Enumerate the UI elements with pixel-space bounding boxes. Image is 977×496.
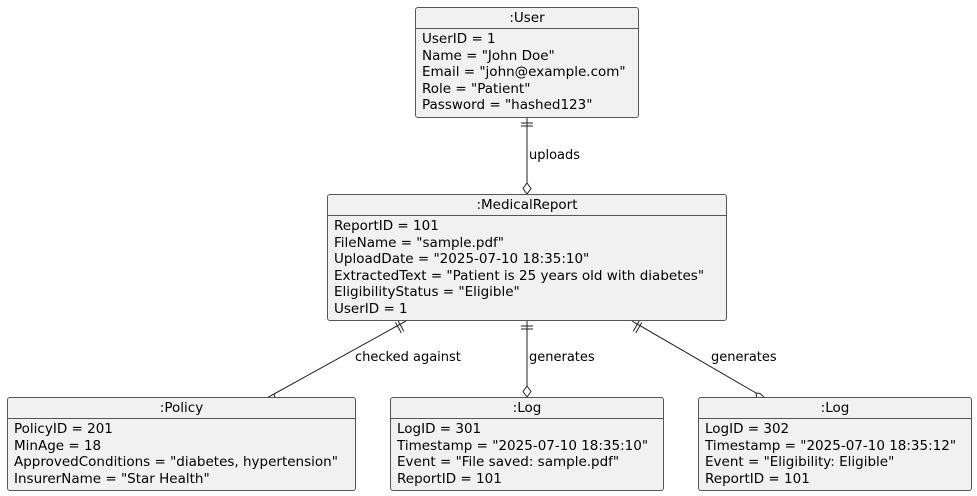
object-attribute: ReportID = 101 (397, 470, 502, 487)
object-log-301[interactable]: :Log LogID = 301 Timestamp = "2025-07-10… (390, 397, 664, 491)
object-attribute: LogID = 301 (397, 421, 482, 437)
object-attribute: Timestamp = "2025-07-10 18:35:10" (397, 437, 649, 454)
object-title: :Log (391, 398, 663, 419)
object-policy[interactable]: :Policy PolicyID = 201 MinAge = 18 Appro… (7, 397, 356, 491)
object-title: :Log (699, 398, 971, 419)
object-title: :User (416, 8, 638, 29)
object-attribute: UploadDate = "2025-07-10 18:35:10" (334, 251, 590, 267)
object-attribute: UserID = 1 (422, 31, 496, 47)
object-attribute: MinAge = 18 (14, 437, 102, 454)
link-label-checked-against: checked against (355, 350, 461, 365)
object-medical-report[interactable]: :MedicalReport ReportID = 101 FileName =… (327, 194, 727, 321)
object-attribute: Role = "Patient" (422, 80, 531, 97)
object-title: :Policy (8, 398, 355, 419)
link-label-generates-log-301: generates (529, 350, 595, 365)
link-label-generates-log-302: generates (711, 350, 777, 365)
link-label-uploads: uploads (529, 148, 581, 163)
object-attribute: Email = "john@example.com" (422, 64, 626, 80)
object-attribute: FileName = "sample.pdf" (334, 234, 504, 251)
object-attribute: Timestamp = "2025-07-10 18:35:12" (705, 437, 957, 454)
object-attribute: Event = "File saved: sample.pdf" (397, 454, 620, 470)
object-attribute: ReportID = 101 (334, 218, 439, 234)
object-attribute: EligibilityStatus = "Eligible" (334, 284, 520, 300)
object-attribute: Event = "Eligibility: Eligible" (705, 454, 895, 470)
object-attribute: InsurerName = "Star Health" (14, 470, 210, 487)
object-attribute: Password = "hashed123" (422, 97, 593, 113)
object-title: :MedicalReport (328, 195, 726, 216)
object-attribute: Name = "John Doe" (422, 47, 555, 64)
object-attribute: LogID = 302 (705, 421, 790, 437)
object-attribute: PolicyID = 201 (14, 421, 113, 437)
object-user[interactable]: :User UserID = 1 Name = "John Doe" Email… (415, 7, 639, 118)
object-attribute: UserID = 1 (334, 300, 408, 317)
object-log-302[interactable]: :Log LogID = 302 Timestamp = "2025-07-10… (698, 397, 972, 491)
object-attribute: ApprovedConditions = "diabetes, hyperten… (14, 454, 338, 470)
object-attribute: ReportID = 101 (705, 470, 810, 487)
link-report-log1 (521, 321, 533, 398)
object-attribute: ExtractedText = "Patient is 25 years old… (334, 267, 705, 284)
